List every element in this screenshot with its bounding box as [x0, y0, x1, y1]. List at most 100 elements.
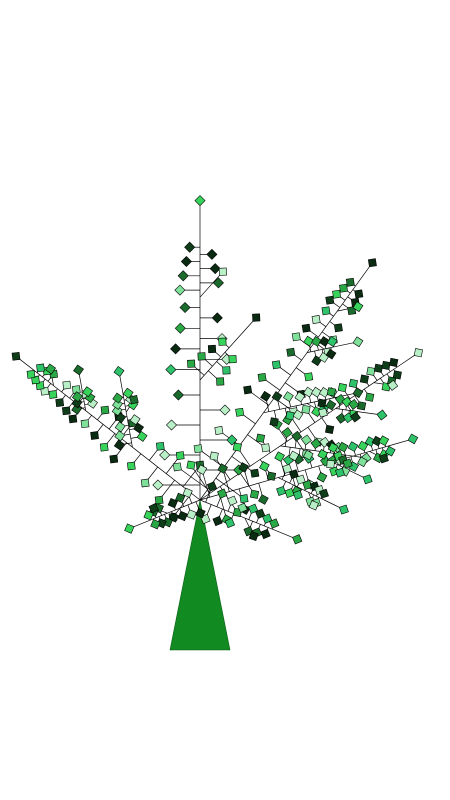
leaf-diamond [113, 439, 125, 451]
leaf-diamond [367, 258, 377, 268]
leaf-diamond [281, 427, 293, 439]
leaf-diamond [357, 440, 369, 452]
leaf-diamond [36, 363, 45, 373]
leaf-diamond [378, 453, 389, 464]
leaf-diamond [318, 407, 328, 418]
leaf-diamond [319, 336, 330, 347]
leaf-diamond [291, 430, 303, 442]
leaf-diamond [257, 372, 267, 382]
branch [306, 310, 338, 353]
leaf-diamond [283, 391, 294, 402]
leaf-diamond [249, 489, 260, 499]
leaf-diamond [345, 277, 355, 287]
branch [125, 412, 133, 448]
leaf-diamond [150, 519, 161, 530]
leaf-diamond [170, 343, 182, 355]
leaf-diamond [384, 445, 396, 457]
leaf-diamond [325, 295, 335, 305]
leaf-diamond [177, 270, 189, 282]
leaf-diamond [175, 451, 185, 460]
leaf-diamond [235, 407, 245, 417]
leaf-diamond [291, 332, 301, 342]
leaf-diamond [237, 502, 248, 513]
leaf-diamond [407, 433, 419, 445]
leaf-diamond [286, 347, 296, 357]
leaf-diamond [80, 419, 90, 429]
leaf-diamond [114, 421, 126, 433]
leaf-diamond [152, 479, 164, 491]
leaf-diamond [172, 462, 182, 472]
leaf-diamond [247, 503, 259, 514]
leaf-diamond [212, 515, 223, 527]
branch [31, 367, 54, 386]
leaf-diamond [174, 284, 186, 296]
leaf-diamond [61, 406, 71, 416]
leaf-diamond [378, 435, 390, 447]
leaf-diamond [274, 451, 285, 463]
leaf-diamond [197, 352, 206, 361]
leaf-diamond [260, 528, 271, 540]
leaf-diamond [71, 391, 83, 403]
leaf-diamond [126, 461, 136, 471]
branch [232, 317, 257, 344]
leaf-diamond [319, 488, 329, 499]
leaf-diamond [154, 495, 164, 505]
leaf-diamond [217, 463, 229, 474]
leaf-diamond [352, 301, 364, 313]
leaf-diamond [217, 488, 228, 499]
leaf-diamond [359, 374, 369, 384]
leaf-diamond [342, 458, 353, 469]
leaf-diamond [55, 398, 65, 407]
leaf-diamond [311, 386, 322, 398]
leaf-diamond [122, 387, 134, 399]
leaf-diamond [209, 263, 221, 275]
leaf-diamond [167, 497, 178, 509]
leaf-diamond [177, 510, 188, 522]
leaf-diamond [227, 495, 238, 506]
leaf-diamond [357, 456, 368, 468]
leaf-diamond [335, 467, 345, 478]
leaf-diamond [292, 490, 303, 500]
leaf-diamond [348, 398, 360, 410]
branch [177, 466, 209, 490]
leaf-diamond [269, 518, 280, 529]
leaf-diamond [301, 404, 311, 414]
leaf-diamond [373, 363, 384, 373]
leaf-diamond [288, 450, 300, 462]
leaf-diamond [338, 504, 349, 515]
leaf-diamond [209, 451, 219, 461]
leaf-diamond [308, 500, 319, 511]
leaf-diamond [347, 441, 359, 452]
leaf-diamond [352, 336, 364, 348]
leaf-diamond [99, 442, 109, 452]
leaf-diamond [259, 460, 270, 472]
leaf-diamond [179, 302, 191, 314]
leaf-diamond [226, 434, 238, 446]
leaf-diamond [317, 448, 329, 460]
leaf-diamond [216, 377, 225, 386]
leaf-diamond [311, 315, 321, 324]
leaf-diamond [365, 392, 375, 402]
leaf-diamond [354, 289, 364, 299]
leaf-diamond [100, 405, 110, 415]
leaf-diamond [206, 248, 218, 260]
leaf-diamond [129, 395, 139, 405]
leaf-diamond [255, 433, 266, 443]
leaf-diamond [362, 474, 373, 485]
leaf-diamond [316, 471, 328, 483]
leaf-diamond [109, 454, 119, 464]
leaf-diamond [303, 386, 314, 398]
leaf-diamond [165, 364, 177, 376]
leaf-diamond [206, 481, 218, 492]
leaf-diamond [219, 404, 231, 416]
leaf-diamond [252, 313, 261, 322]
leaf-diamond [26, 370, 36, 379]
leaf-diamond [239, 494, 249, 504]
leaf-diamond [180, 255, 192, 268]
branch [215, 477, 245, 499]
leaf-diamond [301, 323, 311, 333]
leaf-diamond [112, 392, 124, 404]
leaf-diamond [207, 344, 217, 354]
leaf-diamond [133, 422, 145, 434]
leaf-diamond [262, 513, 273, 524]
